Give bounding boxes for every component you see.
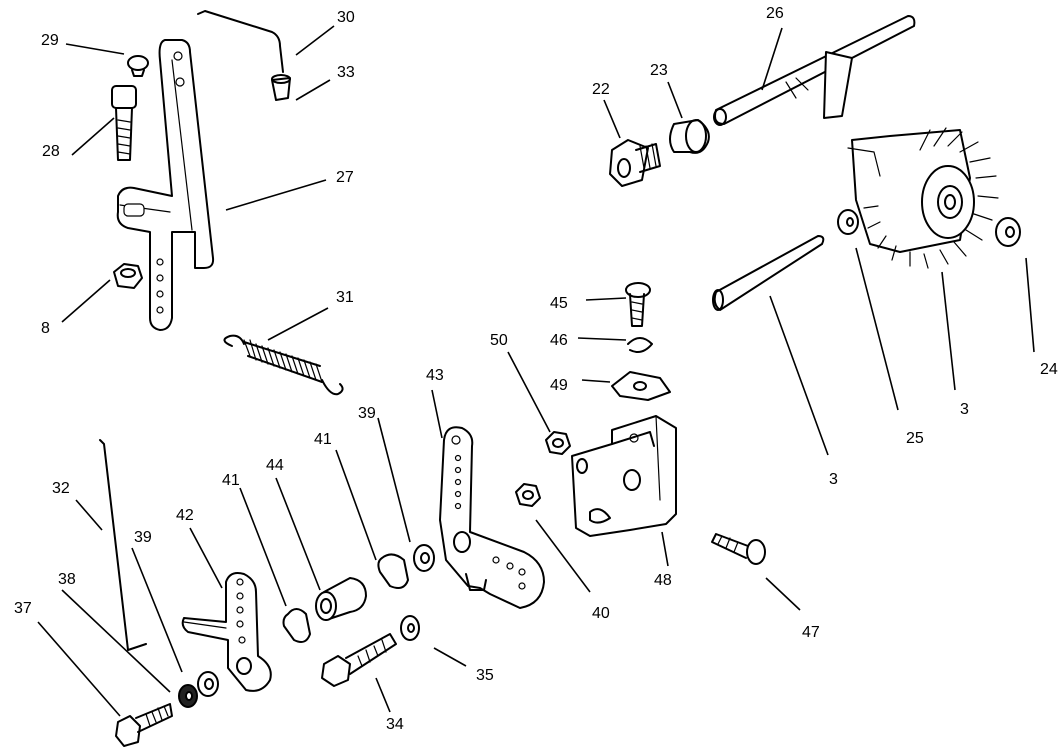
- part-39-washer-left: [197, 671, 219, 697]
- callout-24: 24: [1040, 361, 1058, 378]
- callout-32: 32: [52, 480, 70, 497]
- callout-23: 23: [650, 62, 668, 79]
- callout-27: 27: [336, 169, 354, 186]
- part-37-bolt: [115, 703, 173, 747]
- callout-39-left: 39: [134, 529, 152, 546]
- callout-41-right: 41: [314, 431, 332, 448]
- part-26-shaft: [713, 15, 916, 126]
- callout-38: 38: [58, 571, 76, 588]
- part-3-pin: [712, 235, 825, 311]
- callout-labels: 3 3 8 22 23 24 25 26 27 28 29 30 31 32 3…: [14, 5, 1058, 733]
- part-8-nut: [113, 263, 143, 289]
- part-45-screw: [625, 282, 651, 327]
- callout-34: 34: [386, 716, 404, 733]
- part-28-bolt: [111, 85, 137, 161]
- part-40-nut: [515, 483, 541, 507]
- part-34-bolt: [321, 633, 397, 687]
- part-43-plate: [439, 426, 545, 609]
- part-25-washer: [837, 209, 859, 235]
- callout-35: 35: [476, 667, 494, 684]
- part-22-plug: [609, 139, 661, 187]
- callout-43: 43: [426, 367, 444, 384]
- part-49-clip: [611, 371, 671, 401]
- callout-50: 50: [490, 332, 508, 349]
- callout-40: 40: [592, 605, 610, 622]
- part-27-lever-plate: [116, 39, 215, 331]
- part-1-governor-gear: [847, 127, 999, 269]
- callout-45: 45: [550, 295, 568, 312]
- callout-37: 37: [14, 600, 32, 617]
- part-41-clip-left: [282, 608, 311, 643]
- part-32-rod: [99, 439, 147, 651]
- callout-8: 8: [41, 320, 50, 337]
- callout-48: 48: [654, 572, 672, 589]
- callout-31: 31: [336, 289, 354, 306]
- part-35-washer: [400, 615, 420, 641]
- callout-39-right: 39: [358, 405, 376, 422]
- part-47-screw: [711, 533, 766, 565]
- part-30-wire-link: [197, 10, 284, 73]
- part-39-washer-right: [413, 544, 435, 572]
- callout-3: 3: [829, 471, 838, 488]
- part-50-nut: [545, 431, 571, 455]
- callout-33: 33: [337, 64, 355, 81]
- part-46-lock-washer: [627, 337, 653, 353]
- callout-49: 49: [550, 377, 568, 394]
- callout-26: 26: [766, 5, 784, 22]
- callout-41-left: 41: [222, 472, 240, 489]
- callout-44: 44: [266, 457, 284, 474]
- part-38-lock-washer: [178, 684, 198, 708]
- callout-30: 30: [337, 9, 355, 26]
- callout-42: 42: [176, 507, 194, 524]
- callout-47: 47: [802, 624, 820, 641]
- part-24-washer: [995, 217, 1021, 247]
- part-44-bushing: [315, 577, 367, 621]
- part-31-spring: [223, 334, 344, 396]
- leader-lines: [37, 25, 1035, 717]
- gear-teeth: [863, 127, 999, 269]
- callout-29: 29: [41, 32, 59, 49]
- callout-22: 22: [592, 81, 610, 98]
- part-41-clip-right: [377, 553, 409, 589]
- part-23-bushing: [669, 119, 710, 154]
- part-48-bracket: [571, 415, 677, 537]
- callout-1: 3: [960, 401, 969, 418]
- part-42-lever-arm: [181, 572, 272, 692]
- callout-46: 46: [550, 332, 568, 349]
- callout-28: 28: [42, 143, 60, 160]
- part-29-rivet: [127, 55, 149, 77]
- callout-25: 25: [906, 430, 924, 447]
- part-33-ferrule: [271, 74, 291, 101]
